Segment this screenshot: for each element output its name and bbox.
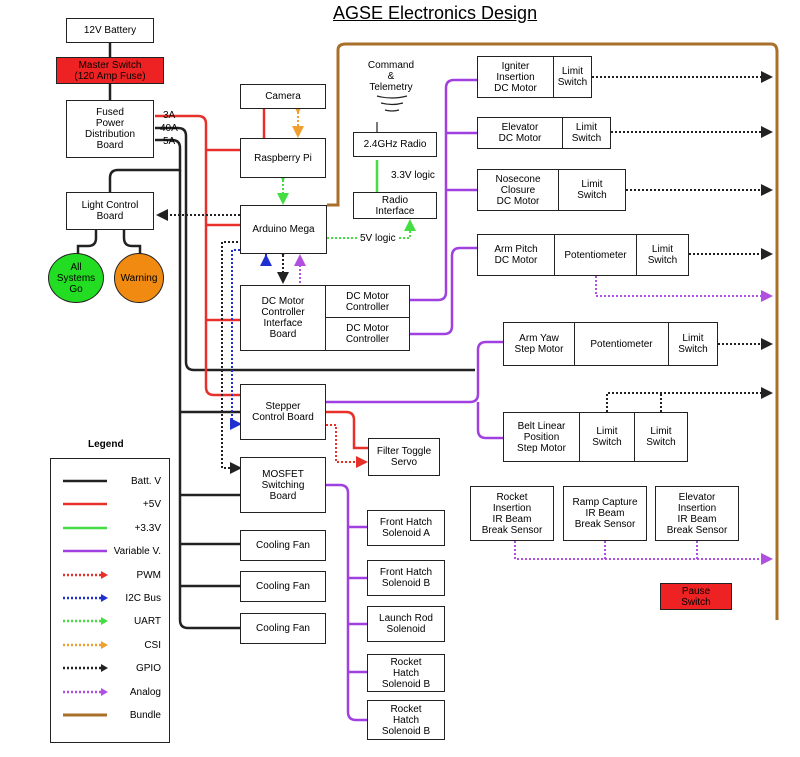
elevator-insertion-ir-sensor: Elevator Insertion IR Beam Break Sensor — [655, 486, 739, 541]
master-switch-box: Master Switch (120 Amp Fuse) — [56, 57, 164, 84]
ramp-capture-ir-sensor: Ramp Capture IR Beam Break Sensor — [563, 486, 647, 541]
legend-label: Batt. V — [130, 476, 161, 487]
legend-label: PWM — [136, 569, 161, 581]
pause-switch-box: Pause Switch — [660, 583, 732, 610]
cooling-fan-2: Cooling Fan — [240, 571, 326, 602]
radio-interface-box: Radio Interface — [353, 192, 437, 219]
dc-motor-interface-board: DC Motor Controller Interface Board — [240, 285, 326, 351]
radio-wave-icon — [376, 95, 408, 132]
legend-swatch — [63, 687, 108, 696]
cooling-fan-1: Cooling Fan — [240, 530, 326, 561]
dc-motor-controller-2: DC Motor Controller — [325, 317, 410, 351]
elevator-dc-motor: Elevator DC Motor — [477, 117, 563, 149]
legend-swatch — [63, 640, 108, 649]
legend-label: +3.3V — [134, 522, 161, 534]
legend-title: Legend — [88, 439, 124, 450]
camera-box: Camera — [240, 84, 326, 109]
nosecone-limit-switch: Limit Switch — [558, 169, 626, 211]
legend-swatch — [63, 549, 107, 553]
legend-swatch — [63, 713, 107, 717]
belt-linear-step-motor: Belt Linear Position Step Motor — [503, 412, 580, 462]
rocket-hatch-solenoid-b-1: Rocket Hatch Solenoid B — [367, 654, 445, 692]
elevator-limit-switch: Limit Switch — [562, 117, 611, 149]
legend-item: +3.3V — [51, 522, 171, 536]
arduino-mega-box: Arduino Mega — [240, 205, 327, 254]
legend-swatch — [63, 503, 107, 506]
belt-limit-switch-1: Limit Switch — [579, 412, 635, 462]
fused-power-board: Fused Power Distribution Board — [66, 100, 154, 158]
light-control-board: Light Control Board — [66, 192, 154, 230]
five-volt-wires — [155, 108, 368, 450]
stepper-control-board: Stepper Control Board — [240, 384, 326, 440]
raspberry-pi-box: Raspberry Pi — [240, 138, 326, 178]
legend-label: GPIO — [135, 663, 161, 675]
igniter-insertion-motor: Igniter Insertion DC Motor — [477, 56, 554, 98]
legend-swatch — [63, 526, 107, 530]
mosfet-switching-board: MOSFET Switching Board — [240, 457, 326, 513]
rocket-insertion-ir-sensor: Rocket Insertion IR Beam Break Sensor — [470, 486, 554, 541]
legend-label: UART — [133, 616, 161, 628]
filter-toggle-servo: Filter Toggle Servo — [368, 438, 440, 476]
arm-yaw-step-motor: Arm Yaw Step Motor — [503, 322, 575, 366]
analog-wires — [294, 254, 773, 565]
arm-pitch-motor: Arm Pitch DC Motor — [477, 234, 555, 276]
legend-swatch — [63, 570, 108, 579]
battery-box: 12V Battery — [66, 18, 154, 43]
logic-5v-label: 5V logic — [359, 233, 397, 244]
legend-swatch — [63, 617, 108, 626]
launch-rod-solenoid: Launch Rod Solenoid — [367, 606, 445, 642]
legend-item: I2C Bus — [51, 592, 171, 606]
all-systems-go-light: All Systems Go — [48, 253, 104, 303]
radio-box: 2.4GHz Radio — [353, 132, 437, 157]
label-5a: 5A — [163, 136, 176, 147]
front-hatch-solenoid-b: Front Hatch Solenoid B — [367, 560, 445, 596]
pwm-wires — [326, 424, 368, 468]
command-telemetry-label: Command & Telemetry — [367, 60, 415, 93]
legend-item: UART — [51, 615, 171, 629]
legend-label: I2C Bus — [125, 593, 161, 604]
legend-item: Variable V. — [51, 545, 171, 559]
dc-motor-controller-1: DC Motor Controller — [325, 285, 410, 318]
legend-label: Bundle — [129, 710, 161, 721]
battery-voltage-wires — [76, 42, 475, 630]
gpio-wires — [156, 71, 773, 474]
legend-swatch — [63, 594, 108, 602]
logic-3v3-label: 3.3V logic — [391, 170, 435, 181]
legend-item: Bundle — [51, 709, 171, 723]
legend-item: +5V — [51, 498, 171, 512]
legend-item: CSI — [51, 639, 171, 653]
arm-pitch-limit-switch: Limit Switch — [636, 234, 689, 276]
legend-label: Variable V. — [113, 546, 161, 558]
label-3a: 3A — [163, 110, 176, 121]
igniter-limit-switch: Limit Switch — [553, 56, 592, 98]
arm-yaw-potentiometer: Potentiometer — [574, 322, 669, 366]
cooling-fan-3: Cooling Fan — [240, 613, 326, 644]
legend-swatch — [63, 479, 107, 483]
warning-light: Warning — [114, 253, 164, 303]
legend-swatch — [63, 664, 108, 673]
legend-item: Batt. V — [51, 475, 171, 489]
legend-item: Analog — [51, 686, 171, 700]
arm-pitch-potentiometer: Potentiometer — [554, 234, 637, 276]
label-40a: 40A — [160, 123, 178, 134]
rocket-hatch-solenoid-b-2: Rocket Hatch Solenoid B — [367, 700, 445, 740]
legend-item: GPIO — [51, 662, 171, 676]
variable-voltage-wires — [326, 78, 503, 722]
nosecone-closure-motor: Nosecone Closure DC Motor — [477, 169, 559, 211]
arm-yaw-limit-switch: Limit Switch — [668, 322, 718, 366]
front-hatch-solenoid-a: Front Hatch Solenoid A — [367, 510, 445, 546]
legend-label: Analog — [129, 686, 161, 698]
legend-label: +5V — [142, 499, 161, 511]
diagram-title: AGSE Electronics Design — [333, 3, 538, 23]
legend-item: PWM — [51, 569, 171, 583]
legend-label: CSI — [144, 639, 161, 651]
bundle-wire — [327, 42, 779, 620]
belt-limit-switch-2: Limit Switch — [634, 412, 688, 462]
